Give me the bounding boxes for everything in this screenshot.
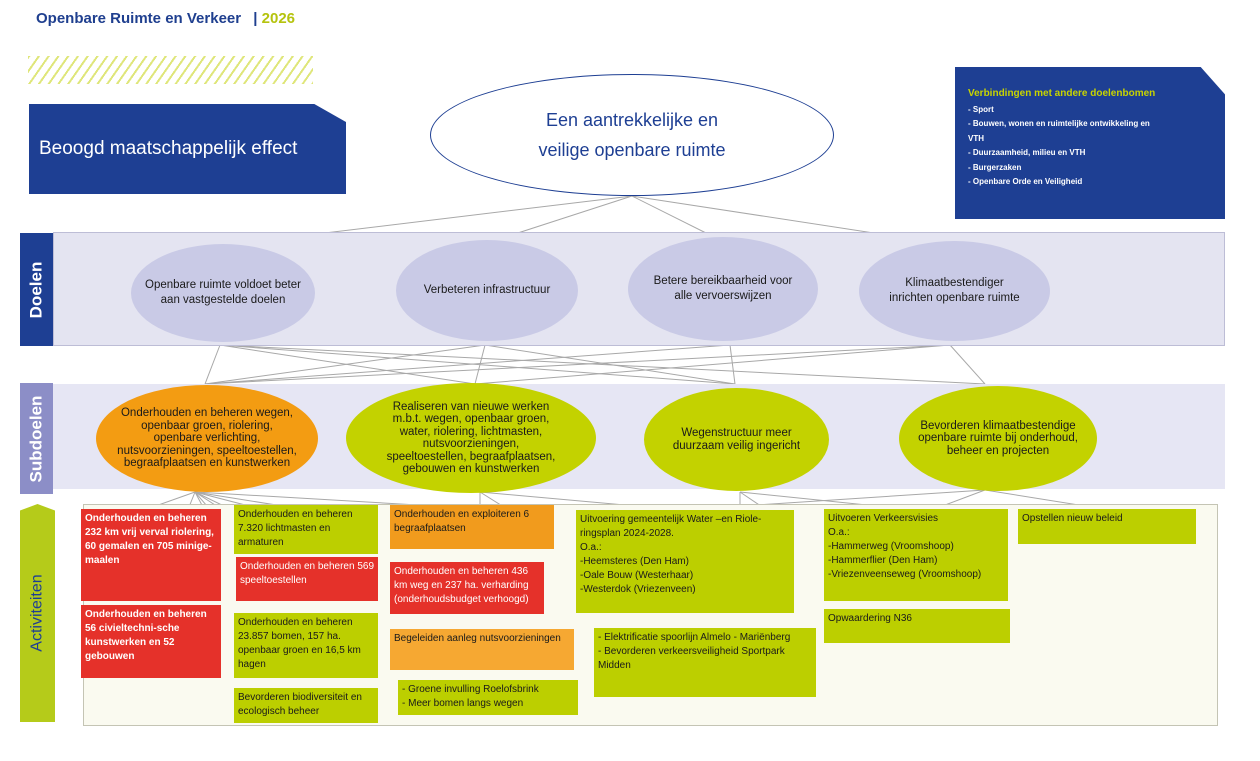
title-separator: | <box>253 10 258 27</box>
row-label-subgoals: Subdoelen <box>20 383 53 494</box>
activity-box: Onderhouden en beheren 56 civieltechni-s… <box>81 605 221 678</box>
activity-box: Uitvoeren Verkeersvisies O.a.: -Hammerwe… <box>824 509 1008 601</box>
connector-line <box>484 344 736 385</box>
connections-heading: Verbindingen met andere doelenbomen <box>968 88 1156 99</box>
activity-box: Onderhouden en beheren 23.857 bomen, 157… <box>234 613 378 678</box>
main-goal-line2: veilige openbare ruimte <box>538 140 726 160</box>
subgoal-ellipse: Onderhouden en beheren wegen, openbaar g… <box>96 385 318 492</box>
row-label-activities: Activiteiten <box>20 504 55 722</box>
connector-line <box>949 344 986 385</box>
goal-ellipse: Verbeteren infrastructuur <box>396 240 578 341</box>
connector-line <box>204 344 731 385</box>
connector-line <box>474 344 951 385</box>
connections-box: Verbindingen met andere doelenbomen - Sp… <box>955 67 1225 219</box>
connector-line <box>204 344 951 385</box>
goal-ellipse: Klimaatbestendiger inrichten openbare ru… <box>859 241 1050 341</box>
subgoal-ellipse: Realiseren van nieuwe werken m.b.t. wege… <box>346 383 596 493</box>
connector-line <box>729 344 736 385</box>
activity-box: - Elektrificatie spoorlijn Almelo - Mari… <box>594 628 816 697</box>
connections-item: - Burgerzaken <box>968 162 1022 172</box>
connections-item: - Sport <box>968 104 994 114</box>
goal-ellipse: Openbare ruimte voldoet beter aan vastge… <box>131 244 315 342</box>
connector-line <box>219 344 986 385</box>
subgoal-ellipse: Bevorderen klimaatbestendige openbare ru… <box>899 386 1097 491</box>
activity-box: Uitvoering gemeentelijk Water –en Riole-… <box>576 510 794 613</box>
connections-item: - Openbare Orde en Veiligheid <box>968 177 1083 186</box>
activity-box: Opwaardering N36 <box>824 609 1010 643</box>
connector-line <box>219 344 736 385</box>
connector-line <box>474 344 486 385</box>
activity-box: Opstellen nieuw beleid <box>1018 509 1196 544</box>
decorative-hatch <box>28 56 313 84</box>
page-title: Openbare Ruimte en Verkeer | 2026 <box>36 10 295 27</box>
activity-box: Onderhouden en exploiteren 6 begraafplaa… <box>390 505 554 549</box>
title-year: 2026 <box>261 10 296 27</box>
effect-label-box: Beoogd maatschappelijk effect <box>29 104 346 194</box>
activity-box: Onderhouden en beheren 232 km vrij verva… <box>81 509 221 601</box>
connector-line <box>204 344 486 385</box>
effect-label: Beoogd maatschappelijk effect <box>39 138 298 159</box>
connections-item: VTH <box>968 133 984 143</box>
activity-box: - Groene invulling Roelofsbrink - Meer b… <box>398 680 578 715</box>
main-goal-line1: Een aantrekkelijke en <box>545 110 719 130</box>
main-goal-ellipse: Een aantrekkelijke en veilige openbare r… <box>430 74 834 196</box>
activity-box: Onderhouden en beheren 436 km weg en 237… <box>390 562 544 614</box>
activity-box: Begeleiden aanleg nutsvoorzieningen <box>390 629 574 670</box>
connections-item: - Duurzaamheid, milieu en VTH <box>968 148 1086 157</box>
connector-line <box>204 344 221 385</box>
connections-item: - Bouwen, wonen en ruimtelijke ontwikkel… <box>968 119 1150 128</box>
activity-box: Bevorderen biodiversiteit en ecologisch … <box>234 688 378 723</box>
activity-box: Onderhouden en beheren 569 speeltoestell… <box>236 557 378 601</box>
title-text: Openbare Ruimte en Verkeer <box>36 10 242 27</box>
subgoal-ellipse: Wegenstructuur meer duurzaam veilig inge… <box>644 388 829 491</box>
goal-ellipse: Betere bereikbaarheid voor alle vervoers… <box>628 237 818 341</box>
activity-box: Onderhouden en beheren 7.320 lichtmasten… <box>234 505 378 554</box>
row-label-goals: Doelen <box>20 233 53 346</box>
